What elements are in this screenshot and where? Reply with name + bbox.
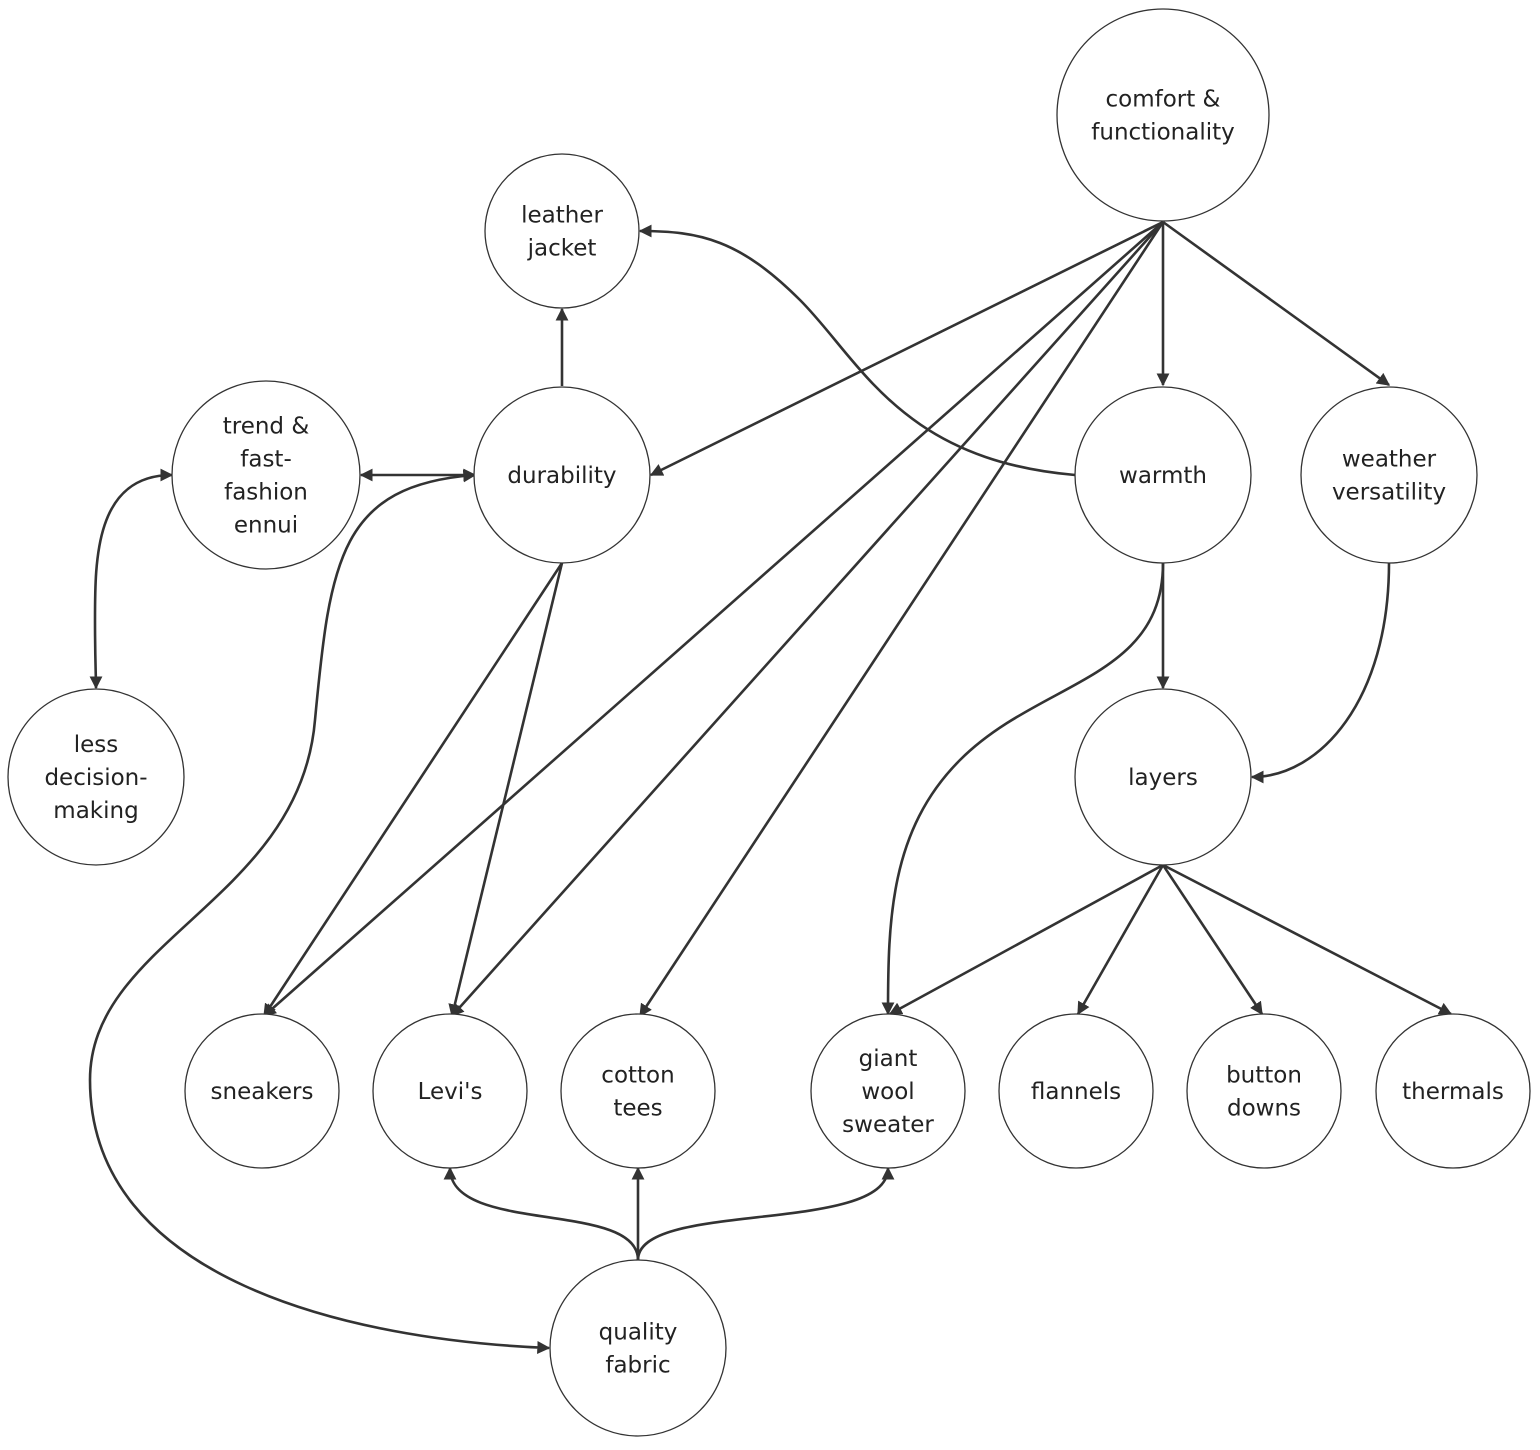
edge-weather-to-layers [1250, 562, 1391, 784]
edge-durability-to-sneakers [262, 562, 564, 1018]
node-circle [171, 380, 361, 570]
node-label-line: less [74, 732, 119, 758]
node-flannels: flannels [998, 1013, 1154, 1169]
edge-comfort-to-sneakers [263, 221, 1164, 1017]
edge-layers-to-thermals [1162, 863, 1453, 1016]
node-circle [1074, 386, 1252, 564]
node-quality: quality fabric [549, 1259, 727, 1437]
node-label-line: decision- [44, 765, 147, 791]
node-cotton: cotton tees [560, 1013, 716, 1169]
node-label-line: trend & [223, 414, 310, 440]
node-label-line: layers [1128, 765, 1198, 791]
node-comfort: comfort & functionality [1056, 8, 1270, 222]
edge-durability-to-levis [448, 562, 564, 1018]
node-durability: durability [473, 386, 651, 564]
edge-layers-to-buttondowns [1161, 864, 1264, 1016]
node-circle [1375, 1013, 1531, 1169]
node-label-line: giant [859, 1046, 918, 1072]
edge-comfort-to-levis [451, 221, 1164, 1017]
edge-quality-to-levis [443, 1166, 640, 1261]
node-circle [7, 688, 185, 866]
node-layers: layers [1074, 688, 1252, 866]
node-label-line: downs [1227, 1096, 1301, 1122]
node-label-line: versatility [1332, 480, 1446, 506]
edge-durability-to-quality [88, 469, 551, 1355]
node-circle [184, 1013, 340, 1169]
edges [88, 220, 1453, 1355]
node-circle [810, 1013, 966, 1169]
edge-comfort-to-durability [649, 220, 1164, 477]
node-trend: trend & fast-fashion ennui [171, 380, 361, 570]
node-buttondowns: button downs [1186, 1013, 1342, 1169]
nodes: comfort & functionality leather jacket trend… [7, 8, 1531, 1437]
node-circle [1074, 688, 1252, 866]
node-circle [473, 386, 651, 564]
node-label-line: quality [599, 1320, 678, 1346]
node-label-line: functionality [1091, 120, 1234, 146]
edge-trend-to-less [89, 468, 174, 690]
node-label-line: fabric [605, 1353, 670, 1379]
node-label-line: warmth [1119, 463, 1207, 489]
node-label-line: sweater [842, 1112, 934, 1138]
node-circle [372, 1013, 528, 1169]
node-label-line: fast- [240, 447, 292, 473]
node-less: less decision-making [7, 688, 185, 866]
node-circle [1300, 386, 1478, 564]
node-label-line: jacket [527, 236, 597, 262]
edge-quality-to-sweater [636, 1166, 895, 1261]
node-levis: Levi's [372, 1013, 528, 1169]
edge-comfort-to-cotton [638, 221, 1165, 1018]
node-label-line: making [53, 798, 138, 824]
node-circle [484, 153, 640, 309]
node-circle [998, 1013, 1154, 1169]
node-warmth: warmth [1074, 386, 1252, 564]
node-thermals: thermals [1375, 1013, 1531, 1169]
edge-comfort-to-weather [1162, 220, 1391, 387]
node-circle [549, 1259, 727, 1437]
node-label-line: tees [613, 1096, 662, 1122]
node-label-line: ennui [234, 513, 298, 539]
node-circle [1186, 1013, 1342, 1169]
node-leather: leather jacket [484, 153, 640, 309]
node-label-line: sneakers [211, 1079, 314, 1105]
node-label-line: thermals [1402, 1079, 1504, 1105]
node-label-line: leather [521, 203, 603, 229]
edge-warmth-to-leather [638, 224, 1076, 477]
node-weather: weather versatility [1300, 386, 1478, 564]
edge-layers-to-flannels [1076, 864, 1165, 1016]
node-circle [560, 1013, 716, 1169]
node-label-line: Levi's [418, 1079, 483, 1105]
edge-warmth-to-sweater [881, 562, 1165, 1016]
node-sneakers: sneakers [184, 1013, 340, 1169]
node-label-line: weather [1342, 447, 1437, 473]
node-circle [1056, 8, 1270, 222]
node-label-line: comfort & [1105, 87, 1220, 113]
node-sweater: giant wool sweater [810, 1013, 966, 1169]
edge-layers-to-sweater [888, 863, 1164, 1016]
node-label-line: fashion [224, 480, 308, 506]
node-label-line: durability [507, 463, 616, 489]
node-label-line: cotton [601, 1063, 674, 1089]
node-label-line: flannels [1031, 1079, 1121, 1105]
node-label-line: button [1226, 1063, 1302, 1089]
node-label-line: wool [861, 1079, 914, 1105]
